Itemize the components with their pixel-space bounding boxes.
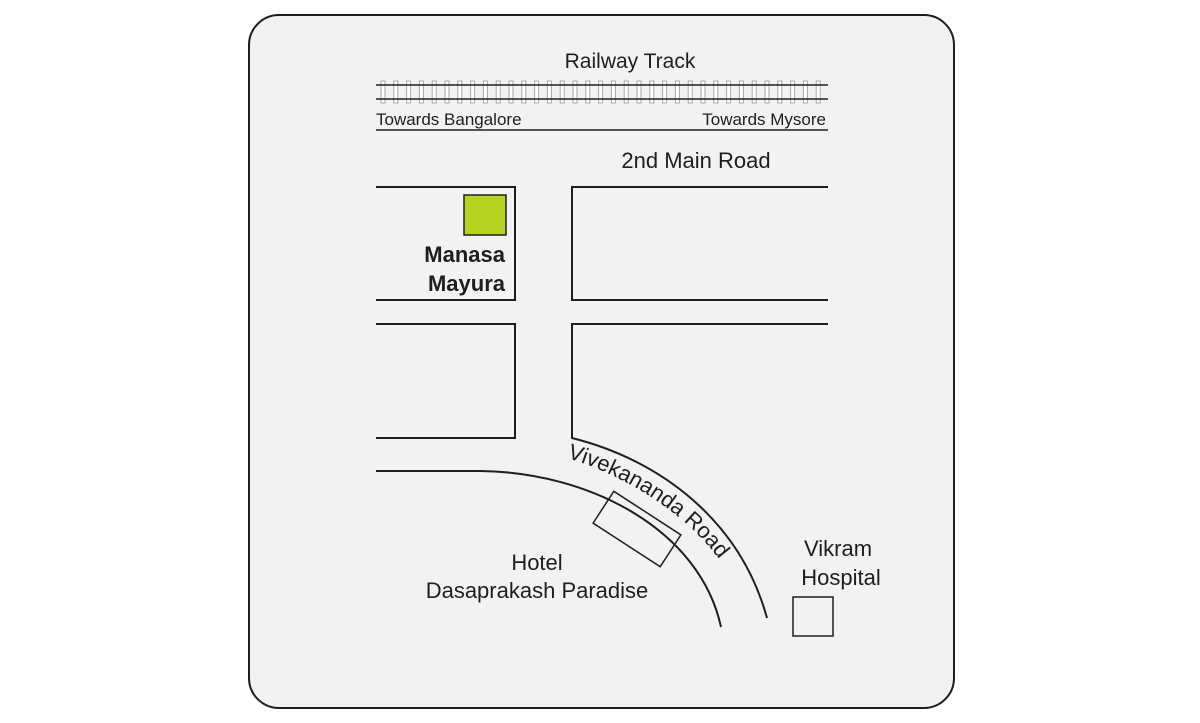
rail-tie <box>649 80 655 104</box>
rail-tie <box>790 80 796 104</box>
hospital-label: Hospital <box>801 565 880 590</box>
towards-mysore-label: Towards Mysore <box>702 110 826 129</box>
rail-tie <box>687 80 693 104</box>
vikram-hospital-building <box>792 596 834 637</box>
rail-tie <box>738 80 744 104</box>
block-mid-right-curve <box>571 323 828 619</box>
rail-tie <box>713 80 719 104</box>
rail-tie <box>598 80 604 104</box>
road-edges <box>376 186 828 628</box>
rail-tie <box>393 80 399 104</box>
rail-tie <box>815 80 821 104</box>
map-frame <box>248 14 955 709</box>
dasaprakash-paradise-label: Dasaprakash Paradise <box>426 578 649 603</box>
rail-tie <box>444 80 450 104</box>
rail-tie <box>700 80 706 104</box>
rail-tie <box>406 80 412 104</box>
rail-tie <box>495 80 501 104</box>
mayura-label: Mayura <box>428 271 506 296</box>
towards-bangalore-label: Towards Bangalore <box>376 110 522 129</box>
rail-tie <box>726 80 732 104</box>
block-top-right <box>571 186 828 301</box>
rail-tie <box>585 80 591 104</box>
road-lower-curve <box>376 470 722 628</box>
block-top-left <box>376 186 516 301</box>
rail-tie <box>610 80 616 104</box>
rail-tie <box>457 80 463 104</box>
rail-tie <box>662 80 668 104</box>
rail-tie <box>508 80 514 104</box>
rail-tie <box>777 80 783 104</box>
rail-tie <box>572 80 578 104</box>
hotel-building <box>592 490 682 568</box>
rail-tie <box>470 80 476 104</box>
rail-tie <box>764 80 770 104</box>
rail-tie <box>559 80 565 104</box>
rail-tie <box>674 80 680 104</box>
rail-tie <box>482 80 488 104</box>
rail-tie <box>521 80 527 104</box>
rail-tie <box>418 80 424 104</box>
rail-tie <box>431 80 437 104</box>
rail-tie <box>636 80 642 104</box>
railway-track-label: Railway Track <box>565 50 696 73</box>
railway-track <box>376 80 828 131</box>
rail-tie <box>802 80 808 104</box>
manasa-label: Manasa <box>424 242 505 267</box>
block-mid-left <box>376 323 516 439</box>
rail-tie <box>546 80 552 104</box>
rail-tie <box>534 80 540 104</box>
rail-tie <box>623 80 629 104</box>
rail-tie <box>380 80 386 104</box>
vikram-label: Vikram <box>804 536 872 561</box>
rail-tie <box>751 80 757 104</box>
rail-ties <box>380 80 821 104</box>
hotel-label: Hotel <box>511 550 562 575</box>
manasa-mayura-marker <box>463 194 507 236</box>
2nd-main-road-label: 2nd Main Road <box>621 148 770 173</box>
